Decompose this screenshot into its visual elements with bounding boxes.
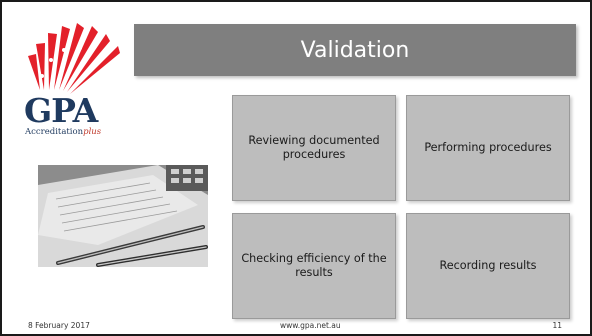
- logo-wordmark: GPA: [24, 91, 98, 130]
- logo-fan-icon: [28, 23, 120, 94]
- logo-subtitle-main: Accreditation: [25, 127, 84, 137]
- gpa-logo: GPA Accreditationplus: [22, 16, 130, 137]
- photo-image: [38, 165, 208, 267]
- box-recording-results: Recording results: [406, 213, 570, 319]
- box-reviewing-procedures: Reviewing documented procedures: [232, 95, 396, 201]
- pens-on-paperwork-photo: [38, 165, 208, 267]
- box-performing-procedures: Performing procedures: [406, 95, 570, 201]
- slide-title: Validation: [300, 37, 410, 63]
- box-label: Checking efficiency of the results: [241, 252, 387, 279]
- footer-url: www.gpa.net.au: [280, 321, 341, 330]
- logo-subtitle: Accreditationplus: [25, 128, 101, 137]
- footer-date: 8 February 2017: [28, 321, 90, 330]
- box-label: Reviewing documented procedures: [248, 134, 380, 161]
- footer-page-number: 11: [552, 321, 562, 330]
- box-checking-efficiency: Checking efficiency of the results: [232, 213, 396, 319]
- logo-subtitle-plus: plus: [83, 127, 102, 137]
- box-label: Recording results: [439, 259, 537, 272]
- title-bar: Validation: [134, 24, 576, 76]
- box-label: Performing procedures: [424, 141, 552, 154]
